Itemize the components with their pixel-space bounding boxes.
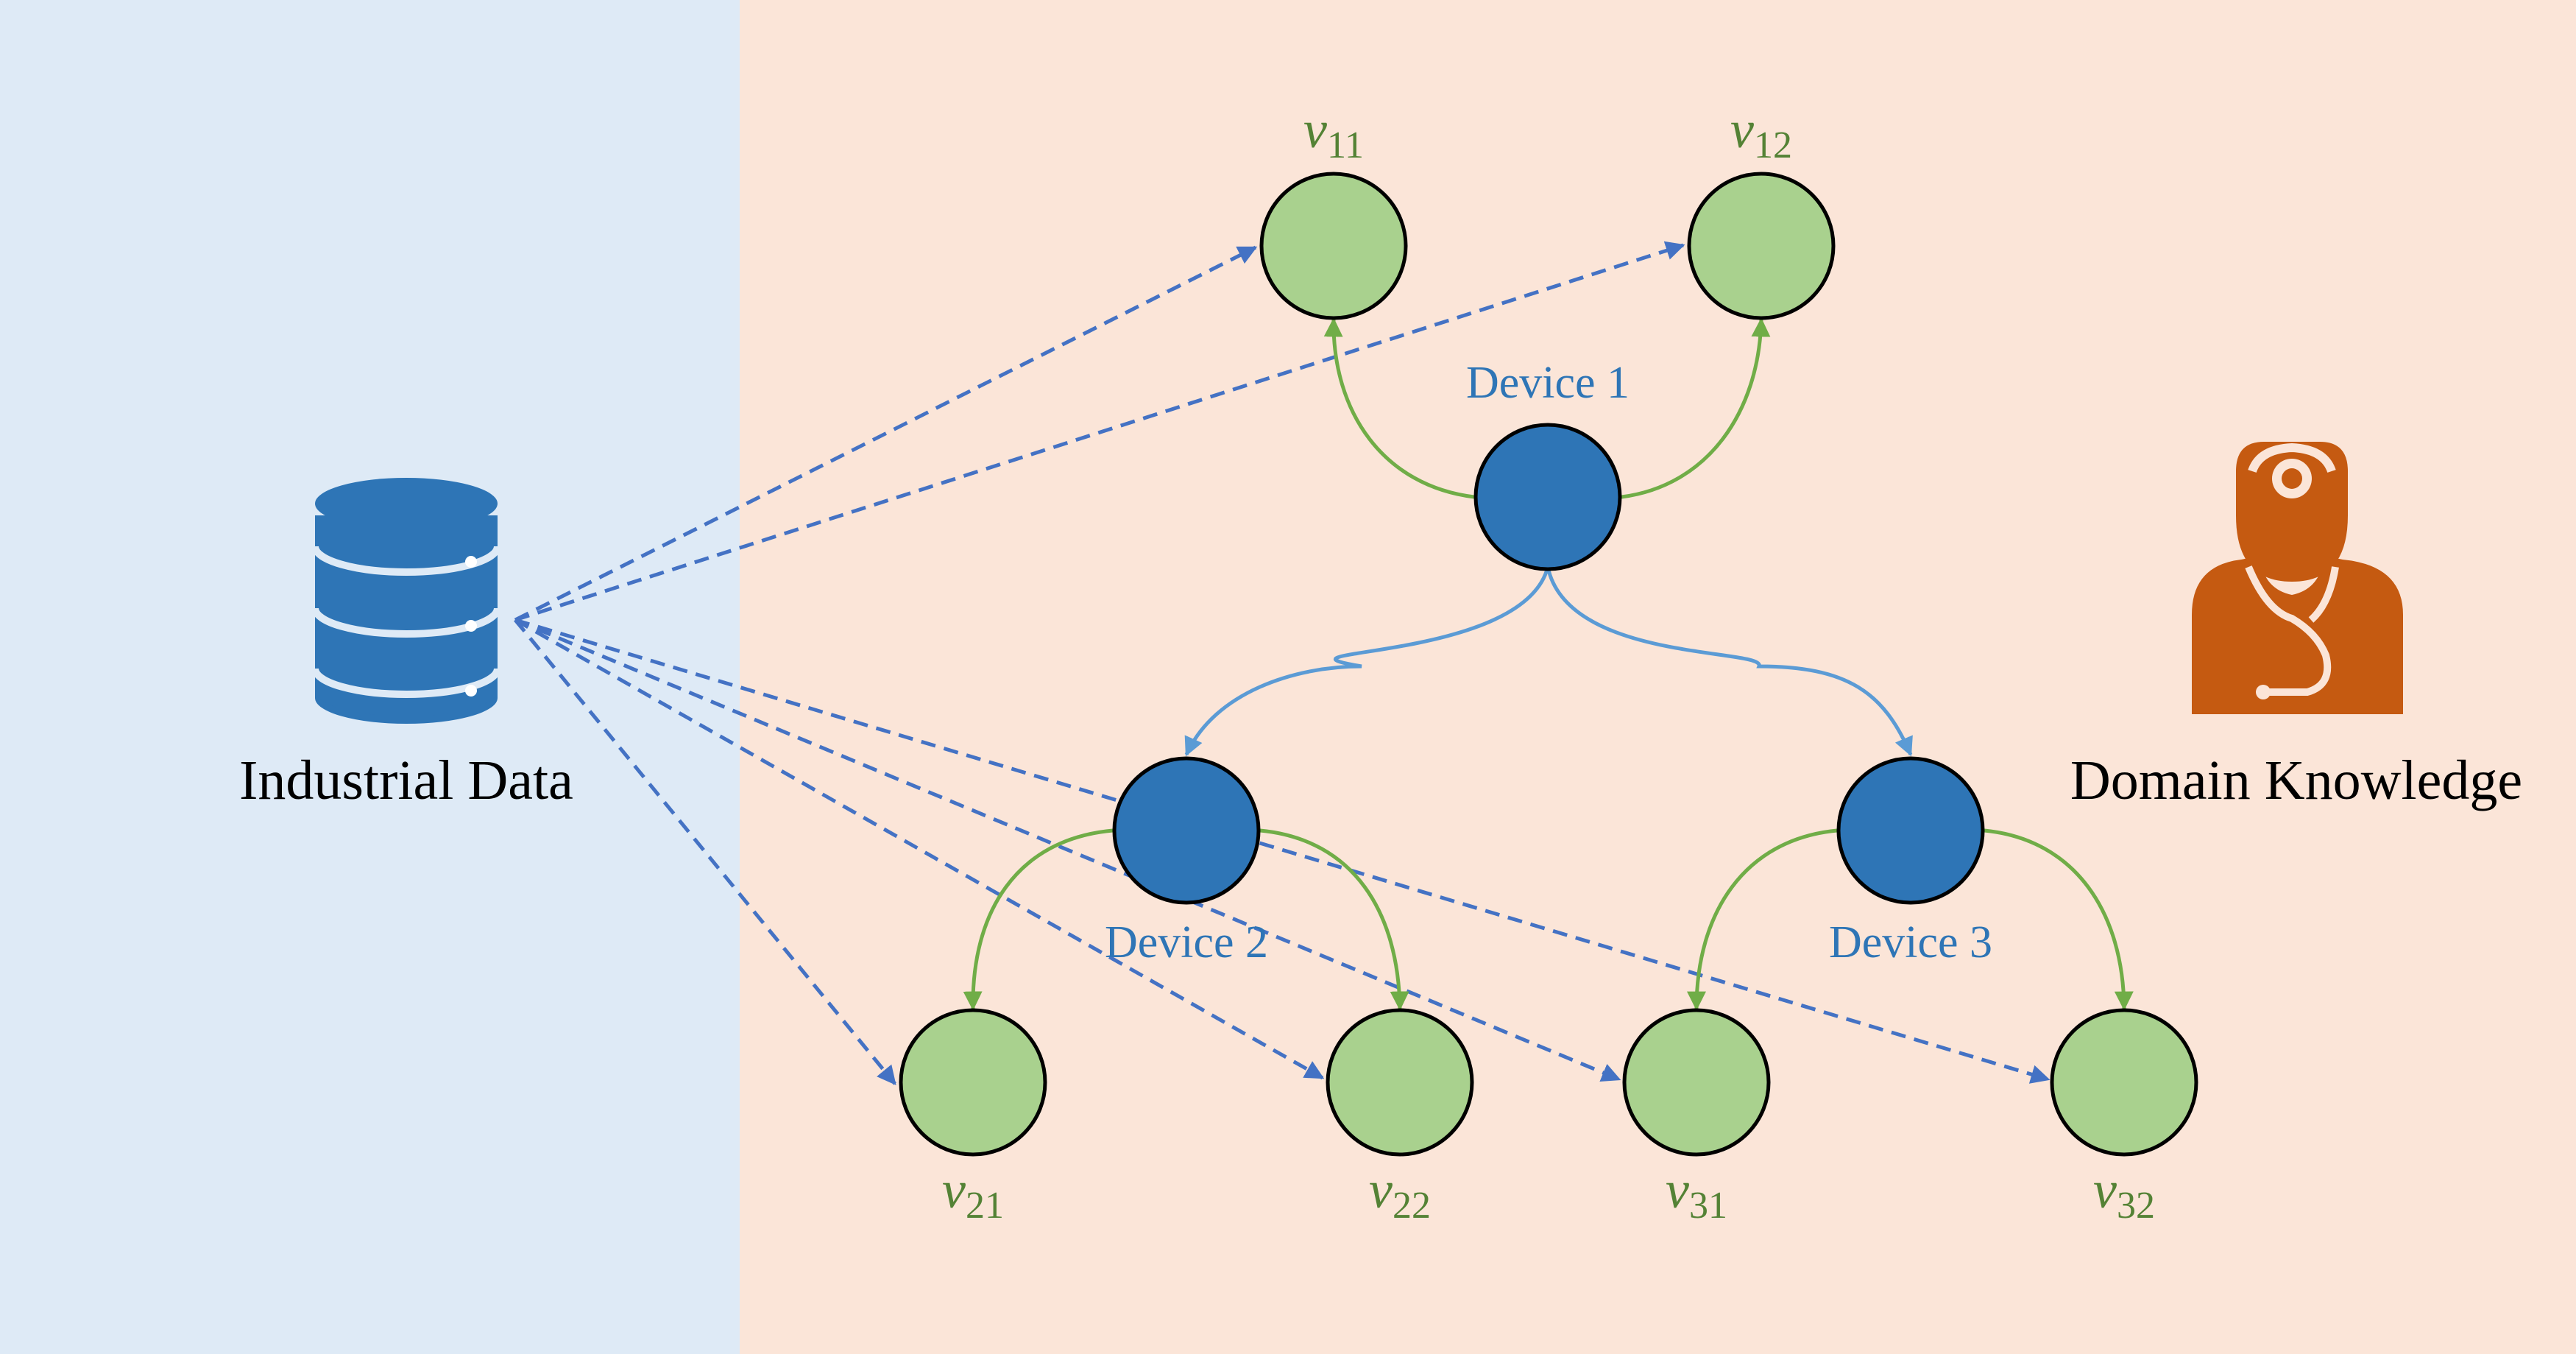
edge-d3-v31 bbox=[1687, 828, 1838, 1011]
variable-subscript: 22 bbox=[1393, 1185, 1431, 1227]
variable-node-v32[interactable] bbox=[2050, 1008, 2198, 1157]
data-edge-v11 bbox=[514, 245, 1258, 622]
variable-node-v12[interactable] bbox=[1687, 172, 1836, 320]
device-label-3: Device 3 bbox=[1829, 917, 1992, 967]
data-edges bbox=[514, 241, 2050, 1086]
industrial-data-label: Industrial Data bbox=[239, 750, 573, 811]
variable-node-v21[interactable] bbox=[899, 1008, 1047, 1157]
variable-node-v22[interactable] bbox=[1326, 1008, 1474, 1157]
edge-d1-d3 bbox=[1546, 566, 1913, 757]
edge-d2-v22 bbox=[1259, 828, 1409, 1011]
device-label-1: Device 1 bbox=[1466, 358, 1630, 408]
edge-d1-v12 bbox=[1621, 317, 1771, 499]
variable-base: v bbox=[2093, 1160, 2117, 1219]
device-nodes bbox=[1112, 423, 1985, 905]
variable-node-v11[interactable] bbox=[1259, 172, 1408, 320]
variable-base: v bbox=[1303, 100, 1327, 159]
variable-subscript: 31 bbox=[1689, 1185, 1727, 1227]
doctor-expert-icon bbox=[2192, 442, 2403, 714]
variable-label-v11: v11 bbox=[1303, 100, 1364, 166]
variable-base: v bbox=[942, 1160, 966, 1219]
data-edge-v12 bbox=[514, 241, 1685, 622]
variable-nodes bbox=[899, 172, 2198, 1157]
edge-d1-v11 bbox=[1323, 317, 1475, 499]
variable-base: v bbox=[1730, 100, 1754, 159]
data-edge-v32 bbox=[514, 618, 2050, 1084]
variable-subscript: 21 bbox=[966, 1185, 1004, 1227]
variable-base: v bbox=[1369, 1160, 1393, 1219]
device-edges bbox=[1184, 566, 1913, 757]
data-edge-v22 bbox=[514, 618, 1325, 1080]
variable-label-v22: v22 bbox=[1369, 1160, 1431, 1227]
edge-d1-d2 bbox=[1184, 566, 1550, 757]
variable-subscript: 12 bbox=[1754, 124, 1792, 166]
data-edge-v31 bbox=[514, 618, 1621, 1082]
variable-label-v32: v32 bbox=[2093, 1160, 2155, 1227]
variable-label-v31: v31 bbox=[1666, 1160, 1727, 1227]
device-node-1[interactable] bbox=[1473, 423, 1622, 571]
variable-node-v31[interactable] bbox=[1622, 1008, 1771, 1157]
variable-label-v12: v12 bbox=[1730, 100, 1792, 166]
variable-base: v bbox=[1666, 1160, 1689, 1219]
database-icon bbox=[311, 478, 501, 724]
data-edge-v21 bbox=[514, 618, 896, 1086]
variable-subscript: 11 bbox=[1327, 124, 1364, 166]
domain-knowledge-label: Domain Knowledge bbox=[2070, 750, 2522, 811]
edge-d2-v21 bbox=[963, 828, 1114, 1011]
edge-d3-v32 bbox=[1984, 828, 2134, 1011]
device-node-2[interactable] bbox=[1112, 756, 1261, 905]
variable-subscript: 32 bbox=[2117, 1185, 2155, 1227]
variable-label-v21: v21 bbox=[942, 1160, 1004, 1227]
variable-edges bbox=[963, 317, 2134, 1011]
device-node-3[interactable] bbox=[1836, 756, 1985, 905]
device-label-2: Device 2 bbox=[1105, 917, 1268, 967]
